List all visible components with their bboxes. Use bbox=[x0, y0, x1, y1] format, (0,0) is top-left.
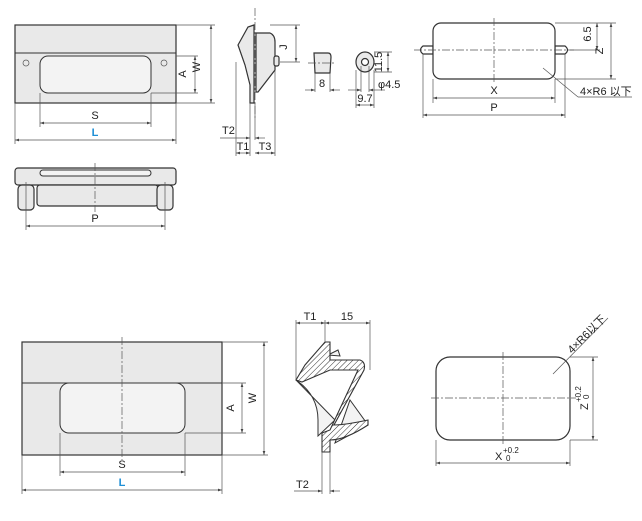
radius-note-2: 4×R6以下 bbox=[566, 313, 609, 356]
dim-X: X bbox=[490, 85, 498, 97]
dim-T2: T2 bbox=[222, 125, 235, 137]
dim-cap-width: 8 bbox=[319, 78, 325, 90]
dim-W-2: W bbox=[247, 392, 259, 403]
dim-T1-2: T1 bbox=[304, 311, 317, 323]
top-side-view: J T2 T1 T3 bbox=[220, 8, 300, 156]
bottom-front-view: W A S L bbox=[21, 337, 268, 494]
top-bottom-view: P bbox=[14, 163, 177, 230]
dim-A-2: A bbox=[225, 404, 237, 412]
bushing-detail: 11.5 φ4.5 9.7 bbox=[348, 51, 400, 108]
cap-detail: 8 bbox=[305, 52, 340, 92]
dim-bushing-height: 11.5 bbox=[373, 52, 385, 73]
dim-P-bottom: P bbox=[91, 213, 98, 225]
dim-T3: T3 bbox=[259, 141, 272, 153]
dim-bushing-width: 9.7 bbox=[357, 93, 372, 105]
dim-P: P bbox=[490, 102, 497, 114]
dim-W: W bbox=[191, 61, 203, 72]
top-cutout: X P Z 6.5 4×R6 以下 bbox=[414, 18, 632, 118]
dim-T1: T1 bbox=[237, 141, 250, 153]
top-front-view: W A S L bbox=[14, 24, 215, 144]
dim-L-2: L bbox=[119, 477, 126, 489]
bottom-section-view: T1 15 T2 bbox=[294, 311, 371, 494]
dim-6.5: 6.5 bbox=[582, 26, 594, 41]
dim-X-tol-upper: +0.2 bbox=[503, 446, 519, 455]
dim-S-2: S bbox=[118, 459, 125, 471]
dim-S: S bbox=[91, 110, 98, 122]
bottom-cutout: X +0.2 0 Z +0.2 0 4×R6以下 bbox=[431, 313, 608, 466]
dim-15: 15 bbox=[341, 311, 353, 323]
dim-J: J bbox=[278, 44, 290, 50]
dim-X-2: X bbox=[495, 451, 503, 463]
dim-Z-tol-upper: +0.2 bbox=[574, 386, 583, 402]
dim-Z-tol-lower: 0 bbox=[582, 394, 591, 399]
radius-note: 4×R6 以下 bbox=[580, 86, 632, 98]
dim-A: A bbox=[177, 70, 189, 78]
dim-L: L bbox=[92, 127, 99, 139]
dim-bushing-diameter: φ4.5 bbox=[378, 79, 400, 91]
dim-Z: Z bbox=[594, 47, 606, 54]
dim-X-tol-lower: 0 bbox=[506, 454, 511, 463]
dim-T2-2: T2 bbox=[296, 479, 309, 491]
dim-Z-2: Z bbox=[579, 403, 591, 410]
